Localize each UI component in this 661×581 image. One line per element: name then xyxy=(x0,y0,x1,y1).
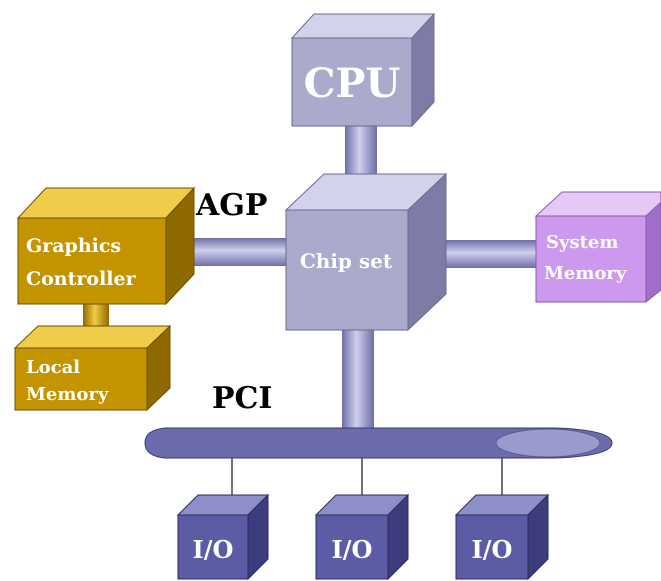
io-label-3: I/O xyxy=(472,535,513,564)
pci-label: PCI xyxy=(212,381,272,416)
system-memory-box: System Memory xyxy=(534,191,661,304)
graphics-label-line1: Graphics xyxy=(26,235,121,257)
io-drop-lines xyxy=(231,456,503,500)
local-memory-box: Local Memory xyxy=(13,324,172,412)
io-box-2: I/O xyxy=(314,493,410,581)
pci-bus xyxy=(144,427,613,459)
system-memory-label-line1: System xyxy=(546,232,618,253)
cpu-box: CPU xyxy=(290,12,436,128)
agp-label: AGP xyxy=(195,188,267,223)
chipset-box: Chip set xyxy=(284,172,448,332)
chipset-label: Chip set xyxy=(300,249,393,273)
io-label-2: I/O xyxy=(332,535,373,564)
graphics-label-line2: Controller xyxy=(26,268,137,290)
system-memory-label-line2: Memory xyxy=(544,263,627,284)
io-label-1: I/O xyxy=(193,535,234,564)
chipset-pci-link xyxy=(342,330,374,440)
io-box-3: I/O xyxy=(454,493,550,581)
io-box-1: I/O xyxy=(176,493,270,581)
cpu-label: CPU xyxy=(304,60,401,107)
local-memory-label-line1: Local xyxy=(26,357,80,378)
graphics-controller-box: Graphics Controller xyxy=(16,186,196,306)
local-memory-label-line2: Memory xyxy=(26,384,109,405)
